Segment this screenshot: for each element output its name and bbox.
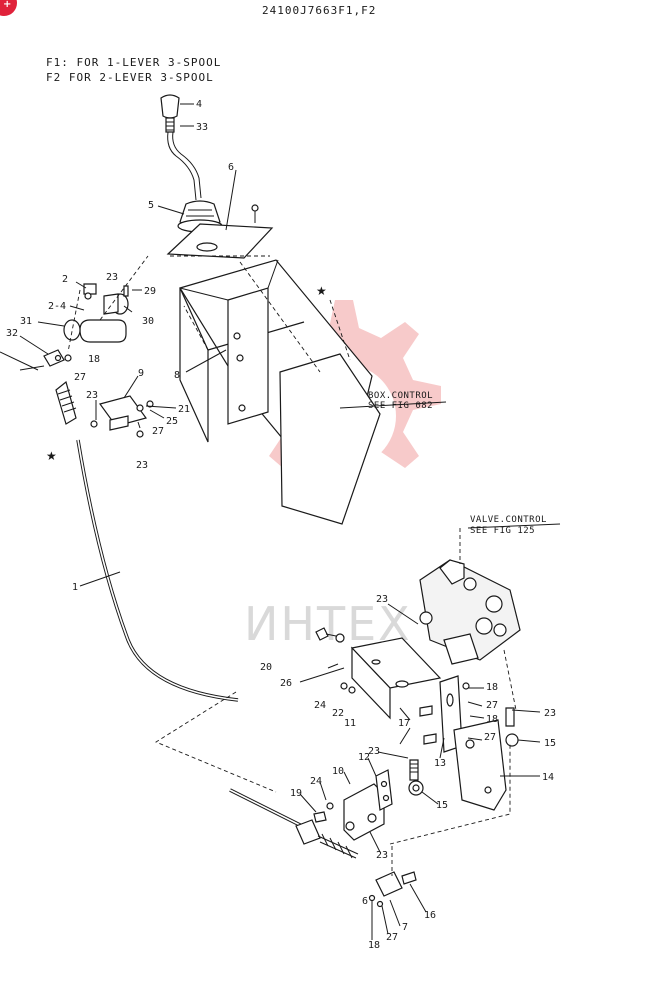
control-valve [419, 528, 521, 665]
callout-23-clevis: 23 [376, 850, 388, 861]
callout-18-low: 18 [368, 940, 380, 951]
callout-19: 19 [290, 788, 302, 799]
callout-18-top: 18 [88, 354, 100, 365]
box-ref-leader [339, 401, 447, 409]
cover-plate [166, 204, 274, 259]
callout-27-right: 27 [486, 700, 498, 711]
callout-2: 2 [62, 274, 68, 285]
callout-33: 33 [196, 122, 208, 133]
callout-1: 1 [72, 582, 78, 593]
drawing-code: 24100J7663F1,F2 [262, 4, 376, 17]
callout-17: 17 [398, 718, 410, 729]
callout-10: 10 [332, 766, 344, 777]
callout-4: 4 [196, 99, 202, 110]
star-icon: ★ [316, 284, 327, 298]
callout-27-top: 27 [74, 372, 86, 383]
callout-30: 30 [142, 316, 154, 327]
callout-24-low: 24 [310, 776, 322, 787]
control-lever [160, 94, 202, 201]
star-icon: ★ [46, 449, 57, 463]
callout-18-right: 18 [486, 682, 498, 693]
callout-2-4: 2-4 [48, 301, 66, 312]
valve-link-dash-2 [503, 649, 517, 711]
callout-23-mid: 23 [86, 390, 98, 401]
callout-15-low: 15 [436, 800, 448, 811]
callout-32: 32 [6, 328, 18, 339]
callout-9: 9 [138, 368, 144, 379]
callout-15-right: 15 [544, 738, 556, 749]
callout-20: 20 [260, 662, 272, 673]
clevis [368, 846, 417, 908]
box-control-ref: BOX.CONTROL [368, 391, 433, 401]
callout-24-mid: 24 [314, 700, 326, 711]
callout-27-plate: 27 [484, 732, 496, 743]
rod-end [408, 759, 424, 796]
cable-end-upper [55, 380, 154, 438]
callout-21: 21 [178, 404, 190, 415]
control-cable [76, 439, 359, 859]
callout-23-valve: 23 [376, 594, 388, 605]
valve-control-ref: VALVE.CONTROL [470, 515, 547, 525]
valve-control-fig: SEE FIG 125 [470, 526, 535, 536]
callout-7: 7 [402, 922, 408, 933]
bracket-lower [313, 769, 393, 841]
gear-badge-icon: + [0, 0, 17, 16]
callouts: 4 33 6 5 2 23 29 2-4 30 31 32 18 27 8 9 … [6, 99, 556, 951]
bracket-mount [315, 627, 442, 720]
callout-leaders [19, 103, 541, 940]
callout-26: 26 [280, 678, 292, 689]
callout-27-low: 27 [386, 932, 398, 943]
callout-23-right: 23 [544, 708, 556, 719]
callout-22: 22 [332, 708, 344, 719]
valve-link-dash [389, 744, 511, 845]
valve-ref-leader [467, 523, 561, 529]
callout-29: 29 [144, 286, 156, 297]
callout-14: 14 [542, 772, 554, 783]
callout-31: 31 [20, 316, 32, 327]
callout-13: 13 [434, 758, 446, 769]
callout-27-mid: 27 [152, 426, 164, 437]
callout-25: 25 [166, 416, 178, 427]
callout-16: 16 [424, 910, 436, 921]
callout-8: 8 [174, 370, 180, 381]
note-f1: F1: FOR 1-LEVER 3-SPOOL [46, 56, 221, 69]
valve-lever-plate [419, 675, 519, 811]
callout-12: 12 [358, 752, 370, 763]
box-control-fig: SEE FIG 082 [368, 401, 433, 411]
callout-23-rod: 23 [368, 746, 380, 757]
note-f2: F2 FOR 2-LEVER 3-SPOOL [46, 71, 214, 84]
callout-5: 5 [148, 200, 154, 211]
svg-text:+: + [3, 0, 11, 10]
control-box [170, 255, 381, 525]
callout-23-top: 23 [106, 272, 118, 283]
linkage-upper [0, 255, 149, 371]
callout-23-low: 23 [136, 460, 148, 471]
callout-6: 6 [228, 162, 234, 173]
callout-18-right-2: 18 [486, 714, 498, 725]
callout-11: 11 [344, 718, 356, 729]
callout-6-low: 6 [362, 896, 368, 907]
